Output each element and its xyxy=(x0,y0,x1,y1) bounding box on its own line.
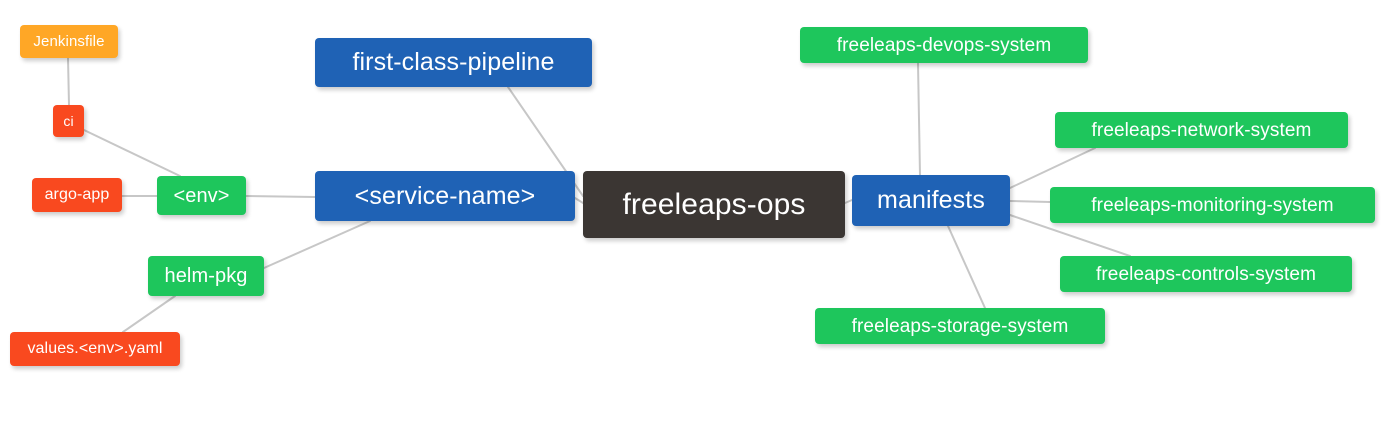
node-devops[interactable]: freeleaps-devops-system xyxy=(800,27,1088,63)
node-manifests[interactable]: manifests xyxy=(852,175,1010,226)
edge-env-to-ci xyxy=(83,129,181,177)
node-monitoring[interactable]: freeleaps-monitoring-system xyxy=(1050,187,1375,223)
edge-manifests-to-storage xyxy=(947,225,986,309)
node-helm[interactable]: helm-pkg xyxy=(148,256,264,296)
node-storage[interactable]: freeleaps-storage-system xyxy=(815,308,1105,344)
edge-root-to-manifests xyxy=(844,199,853,204)
edge-ci-to-jenkinsfile xyxy=(67,57,70,106)
node-network[interactable]: freeleaps-network-system xyxy=(1055,112,1348,148)
node-root[interactable]: freeleaps-ops xyxy=(583,171,845,238)
edge-root-to-service xyxy=(574,197,584,204)
node-controls[interactable]: freeleaps-controls-system xyxy=(1060,256,1352,292)
node-pipeline[interactable]: first-class-pipeline xyxy=(315,38,592,87)
node-jenkinsfile[interactable]: Jenkinsfile xyxy=(20,25,118,58)
edge-service-to-helm xyxy=(263,220,371,269)
edge-service-to-env xyxy=(245,195,316,198)
node-argoapp[interactable]: argo-app xyxy=(32,178,122,212)
edge-helm-to-values xyxy=(122,295,176,333)
edge-manifests-to-monitoring xyxy=(1009,200,1051,203)
node-service[interactable]: <service-name> xyxy=(315,171,575,221)
edge-manifests-to-devops xyxy=(917,62,921,176)
node-values[interactable]: values.<env>.yaml xyxy=(10,332,180,366)
edge-manifests-to-network xyxy=(1009,147,1096,189)
node-env[interactable]: <env> xyxy=(157,176,246,215)
node-ci[interactable]: ci xyxy=(53,105,84,137)
